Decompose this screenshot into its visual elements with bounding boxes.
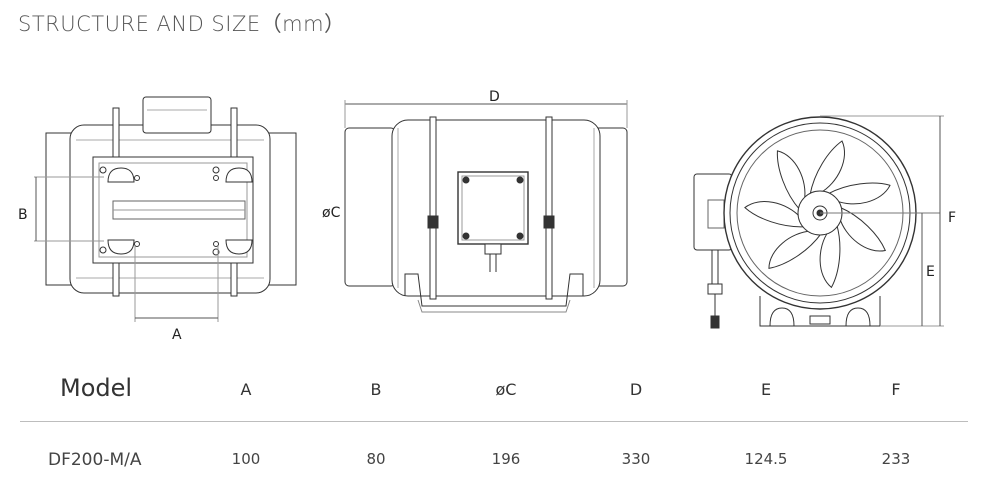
header-c: øC	[495, 380, 517, 399]
dimension-label-d: D	[489, 89, 500, 105]
impeller-blade	[744, 201, 806, 228]
fan-technical-drawing: B A D øC F E	[18, 89, 956, 343]
cell-e: 124.5	[744, 450, 788, 468]
table-header-row: Model A B øC D E F	[0, 374, 988, 404]
cell-f: 233	[881, 450, 911, 468]
header-e: E	[760, 380, 772, 399]
bottom-view-drawing	[34, 96, 297, 322]
header-model: Model	[60, 374, 133, 402]
cell-model: DF200-M/A	[48, 450, 142, 470]
header-b: B	[370, 380, 382, 399]
front-view-drawing	[693, 115, 944, 329]
impeller-blade	[819, 224, 841, 289]
cell-a: 100	[231, 450, 261, 468]
dimension-label-e: E	[926, 264, 935, 280]
cell-b: 80	[366, 450, 386, 468]
dimension-label-a: A	[172, 327, 182, 343]
dimension-label-f: F	[948, 210, 956, 226]
impeller-blade	[826, 182, 891, 205]
impeller-blade	[809, 140, 846, 196]
size-table: Model A B øC D E F DF200-M/A 100 80 196 …	[0, 360, 988, 481]
impeller-blade	[768, 230, 823, 269]
dimension-label-b: B	[18, 207, 28, 223]
side-view-drawing	[344, 100, 628, 313]
impeller-blade	[838, 206, 886, 252]
header-d: D	[629, 380, 643, 399]
cell-d: 330	[621, 450, 651, 468]
page-title: STRUCTURE AND SIZE（mm）	[18, 12, 346, 36]
impeller-blade	[776, 150, 806, 211]
cell-c: 196	[491, 450, 521, 468]
header-f: F	[891, 380, 901, 399]
dimension-label-c: øC	[322, 205, 341, 221]
header-a: A	[240, 380, 252, 399]
table-divider	[20, 421, 968, 422]
table-row: DF200-M/A 100 80 196 330 124.5 233	[0, 450, 988, 474]
